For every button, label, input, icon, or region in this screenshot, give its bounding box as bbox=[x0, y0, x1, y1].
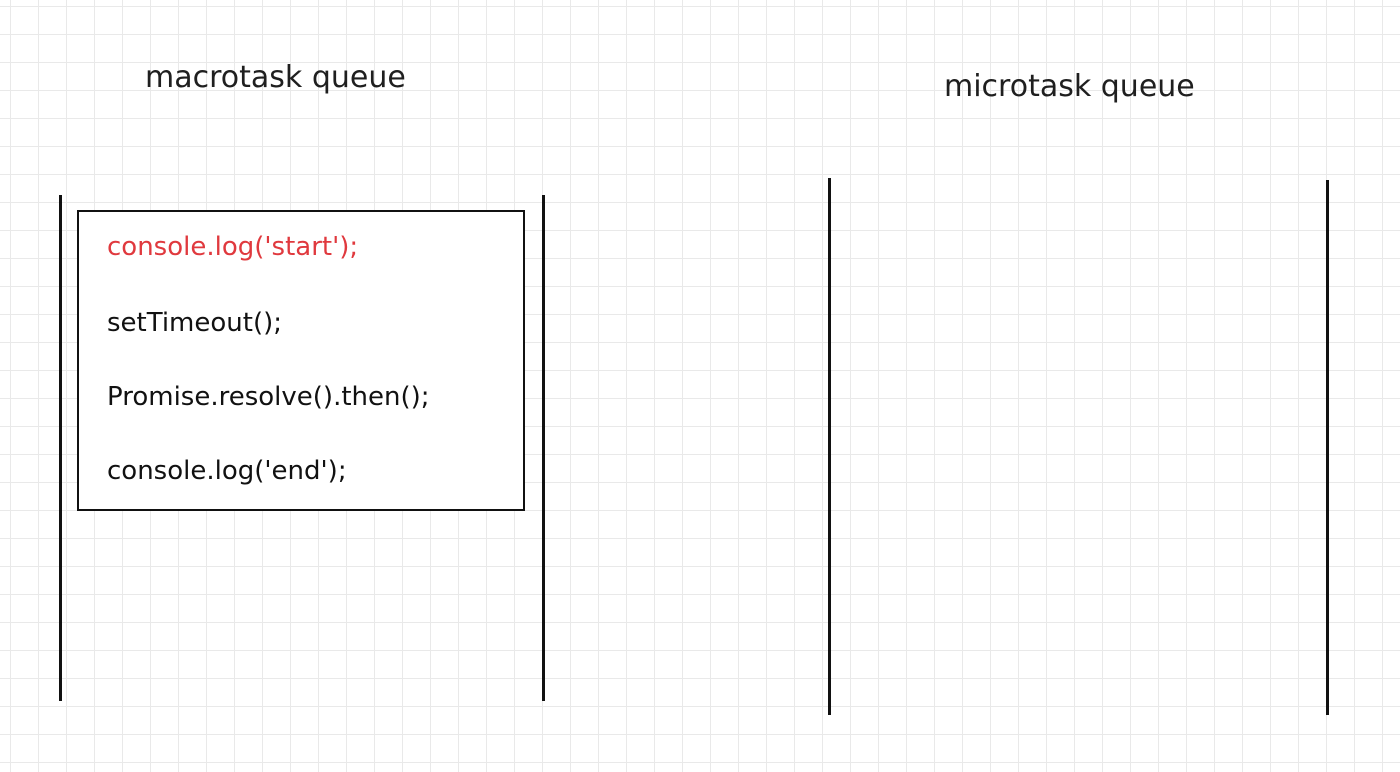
task-item-console-log-end: console.log('end'); bbox=[107, 456, 347, 486]
microtask-queue-left-wall bbox=[828, 178, 831, 715]
macrotask-queue-right-wall bbox=[542, 195, 545, 701]
macrotask-queue-title: macrotask queue bbox=[145, 60, 406, 95]
macrotask-script-block: console.log('start'); setTimeout(); Prom… bbox=[77, 210, 525, 511]
task-item-console-log-start: console.log('start'); bbox=[107, 232, 359, 262]
task-item-promise-then: Promise.resolve().then(); bbox=[107, 382, 430, 412]
task-item-settimeout: setTimeout(); bbox=[107, 308, 282, 338]
microtask-queue-right-wall bbox=[1326, 180, 1329, 715]
macrotask-queue-left-wall bbox=[59, 195, 62, 701]
microtask-queue-title: microtask queue bbox=[944, 69, 1195, 104]
